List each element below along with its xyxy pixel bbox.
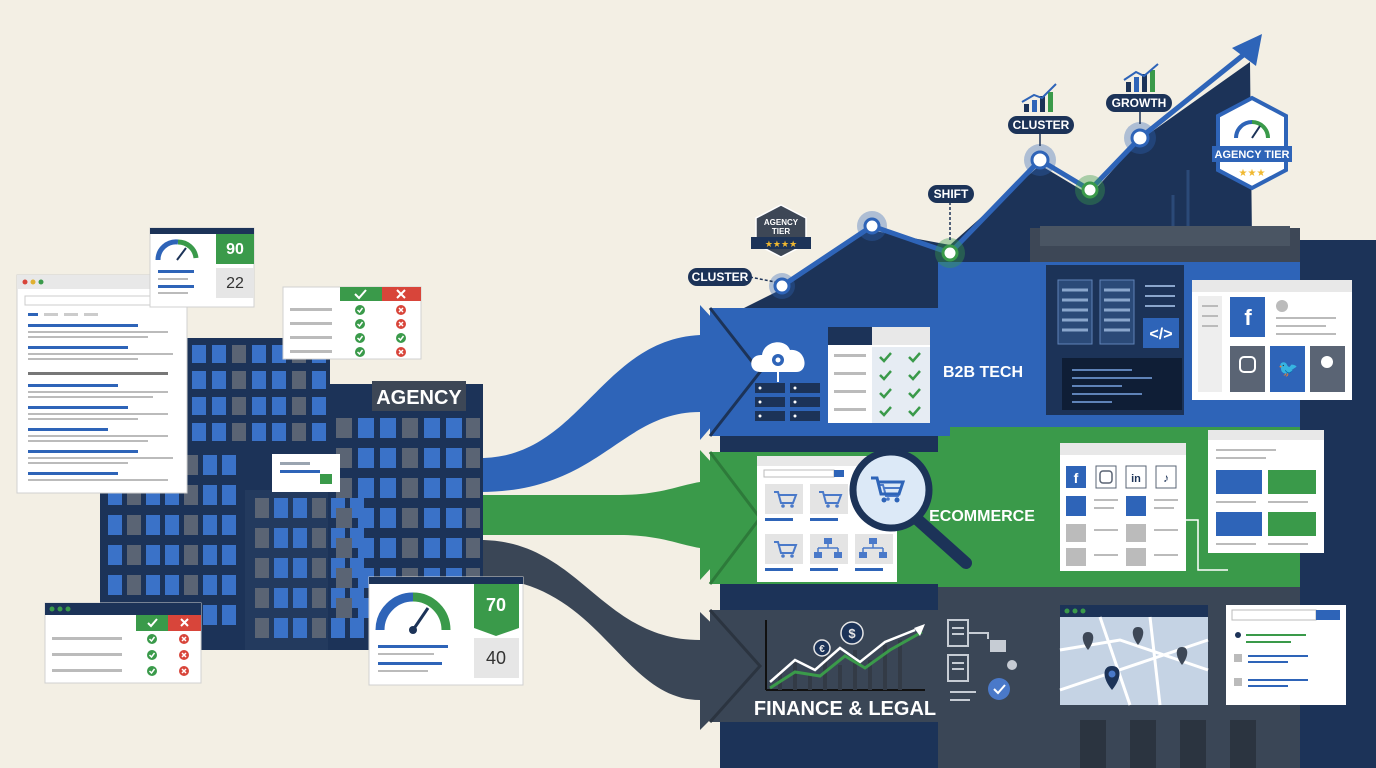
euro-icon [813, 639, 831, 657]
server-icon [1057, 279, 1135, 345]
gauge-icon [1234, 120, 1270, 139]
path-label-bg [1106, 94, 1172, 112]
svg-text:f: f [1074, 470, 1079, 486]
svg-text:</>: </> [1149, 326, 1172, 343]
badge-line-2: TIER [772, 227, 790, 236]
finance-legal-panels [1059, 605, 1346, 706]
document-window [16, 274, 188, 494]
vertical-label-b2b-tech: B2B TECH [943, 364, 1023, 381]
tier-badge-small: AGENCY TIER ★★★★ [751, 204, 811, 258]
badge-stars: ★★★ [1239, 168, 1266, 179]
path-label-growth: GROWTH [1112, 96, 1167, 110]
linkedin-icon [1125, 465, 1147, 489]
search-icon [1316, 610, 1340, 620]
agency-label: AGENCY [376, 387, 462, 409]
check-icon [354, 289, 367, 300]
growth-bars-icon [1021, 63, 1159, 112]
milestone-node [769, 122, 1156, 299]
cross-icon [396, 289, 406, 299]
svg-text:f: f [1244, 305, 1252, 330]
check-table-bottom [44, 602, 202, 684]
svg-text:$: $ [848, 626, 856, 641]
b2b-tech-panels: </> f 🐦 [1046, 265, 1352, 415]
legal-documents-icon [947, 619, 1017, 700]
badge-line-1: AGENCY [764, 218, 799, 227]
dollar-icon [840, 621, 864, 645]
agency-sign [372, 381, 466, 411]
vertical-label-ecommerce: ECOMMERCE [929, 508, 1035, 525]
score-bottom: 40 [486, 648, 506, 668]
score-bottom: 22 [226, 275, 244, 292]
gauge-icon [375, 592, 451, 634]
path-label-shift: SHIFT [934, 187, 969, 201]
map-pin-icon [1082, 627, 1188, 690]
finance-legal-content: $ € [765, 619, 1017, 701]
path-label-bg [928, 185, 974, 203]
check-table-top [282, 286, 422, 360]
ecommerce-panels: f in ♪ [1060, 430, 1324, 571]
instagram-icon [1230, 346, 1265, 392]
sitemap-icon [810, 534, 893, 564]
svg-text:in: in [1131, 473, 1141, 485]
gauge-icon [155, 239, 199, 261]
cloud-gear-icon [751, 342, 805, 372]
score-top: 90 [226, 241, 244, 258]
instagram-icon [1095, 465, 1117, 489]
svg-text:€: € [819, 644, 825, 655]
facebook-icon [1230, 297, 1265, 337]
twitter-icon [1270, 346, 1305, 392]
score-top: 70 [486, 595, 506, 615]
twitter-icon [1066, 496, 1086, 516]
code-icon [1143, 318, 1179, 348]
score-card-large: 70 40 [368, 576, 524, 686]
path-label-bg [1008, 116, 1074, 134]
facebook-icon [1066, 466, 1086, 488]
server-icon [755, 383, 820, 421]
magnifier-icon [849, 448, 972, 569]
badge-stars: ★★★★ [765, 239, 797, 249]
badge-line-1: AGENCY TIER [1215, 149, 1290, 161]
growth-line: CLUSTER SHIFT CLUSTER GROWTH [688, 46, 1254, 299]
vertical-label-finance-legal: FINANCE & LEGAL [754, 698, 936, 720]
b2b-tech-content [751, 327, 930, 423]
svg-text:♪: ♪ [1163, 471, 1169, 485]
ecommerce-content [757, 448, 972, 582]
tiktok-icon [1155, 465, 1177, 489]
score-card-small: 90 22 [149, 227, 255, 308]
path-label-cluster-1: CLUSTER [692, 270, 749, 284]
path-label-cluster-2: CLUSTER [1013, 118, 1070, 132]
tier-badge-large: AGENCY TIER ★★★ [1212, 95, 1292, 191]
svg-text:🐦: 🐦 [1278, 361, 1298, 378]
path-label-bg [688, 268, 752, 286]
